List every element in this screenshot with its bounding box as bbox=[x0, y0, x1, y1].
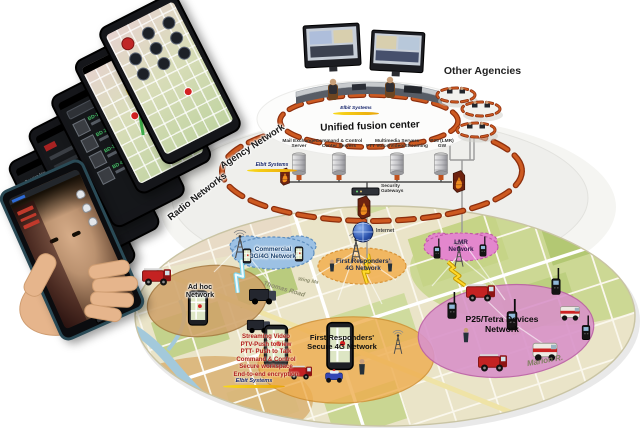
internet-label: Internet bbox=[376, 228, 395, 234]
network-label-responders4g: First Responders' 4G Network bbox=[335, 258, 391, 273]
map-edge bbox=[134, 205, 636, 427]
app-icon bbox=[167, 29, 185, 47]
wall-monitor-icon bbox=[369, 29, 426, 77]
firewall-icon bbox=[452, 170, 466, 193]
internet-globe-icon bbox=[352, 221, 374, 243]
network-label-p25: P25/Tetra Devices Network bbox=[465, 314, 539, 334]
network-label-lmr: LMR Network bbox=[448, 239, 474, 254]
app-icon bbox=[134, 64, 153, 83]
network-label-commercial: Commercial 3G/4G Network bbox=[250, 246, 296, 261]
app-icon bbox=[139, 24, 158, 42]
elbit-logo: Elbit Systems bbox=[333, 106, 379, 115]
person-icon bbox=[359, 359, 365, 375]
server-label-multimedia: Multimedia Servers PTT Voice/Video/Strea… bbox=[366, 139, 428, 150]
capability-line: End-to-end encryption bbox=[233, 371, 299, 379]
app-icon bbox=[175, 44, 193, 62]
lightning-bolt-yellow-2 bbox=[446, 260, 467, 288]
app-icon bbox=[127, 49, 145, 68]
app-icon bbox=[147, 39, 165, 57]
elbit-logo: Elbit Systems bbox=[223, 378, 285, 388]
firewall-icon bbox=[357, 195, 371, 220]
app-icon bbox=[159, 14, 178, 32]
capability-line: Streaming Video bbox=[242, 333, 290, 340]
network-label-adhoc: Ad hoc Network bbox=[185, 282, 215, 300]
elbit-logo: Elbit Systems bbox=[247, 162, 297, 172]
fusion-ring bbox=[277, 92, 461, 150]
agency-platform bbox=[455, 120, 500, 144]
capability-line: Secure workspace bbox=[239, 363, 293, 371]
operator-figure bbox=[385, 76, 395, 98]
security-gateways-label: Security Gateways bbox=[381, 184, 404, 195]
security-gateway-icon bbox=[351, 187, 380, 196]
network-label-secure4g: First Responders' Secure 4G Network bbox=[307, 333, 377, 351]
capability-line: PTV-Push to view bbox=[240, 340, 292, 348]
lmr-cloud bbox=[423, 232, 499, 262]
wall-monitor-icon bbox=[302, 22, 362, 72]
capability-line: Command & Control bbox=[236, 355, 296, 363]
app-icon bbox=[154, 54, 173, 73]
agency-platform bbox=[460, 99, 505, 123]
app-icon-grid bbox=[117, 13, 195, 84]
other-agencies-label: Other Agencies bbox=[443, 65, 522, 77]
lightning-bolt-yellow-1 bbox=[361, 253, 372, 284]
capability-line: PTT- Push to Talk bbox=[240, 348, 292, 356]
capabilities-list: Streaming Video PTV-Push to view PTT- Pu… bbox=[213, 333, 319, 379]
server-label-command: Command & Control Center Servers bbox=[315, 139, 363, 150]
server-label-p25gw: P25 (LMR) GW bbox=[430, 139, 454, 150]
app-icon bbox=[119, 34, 137, 53]
operator-figure bbox=[328, 78, 338, 100]
server-label-mail: Mail Exchange Server bbox=[282, 139, 316, 150]
